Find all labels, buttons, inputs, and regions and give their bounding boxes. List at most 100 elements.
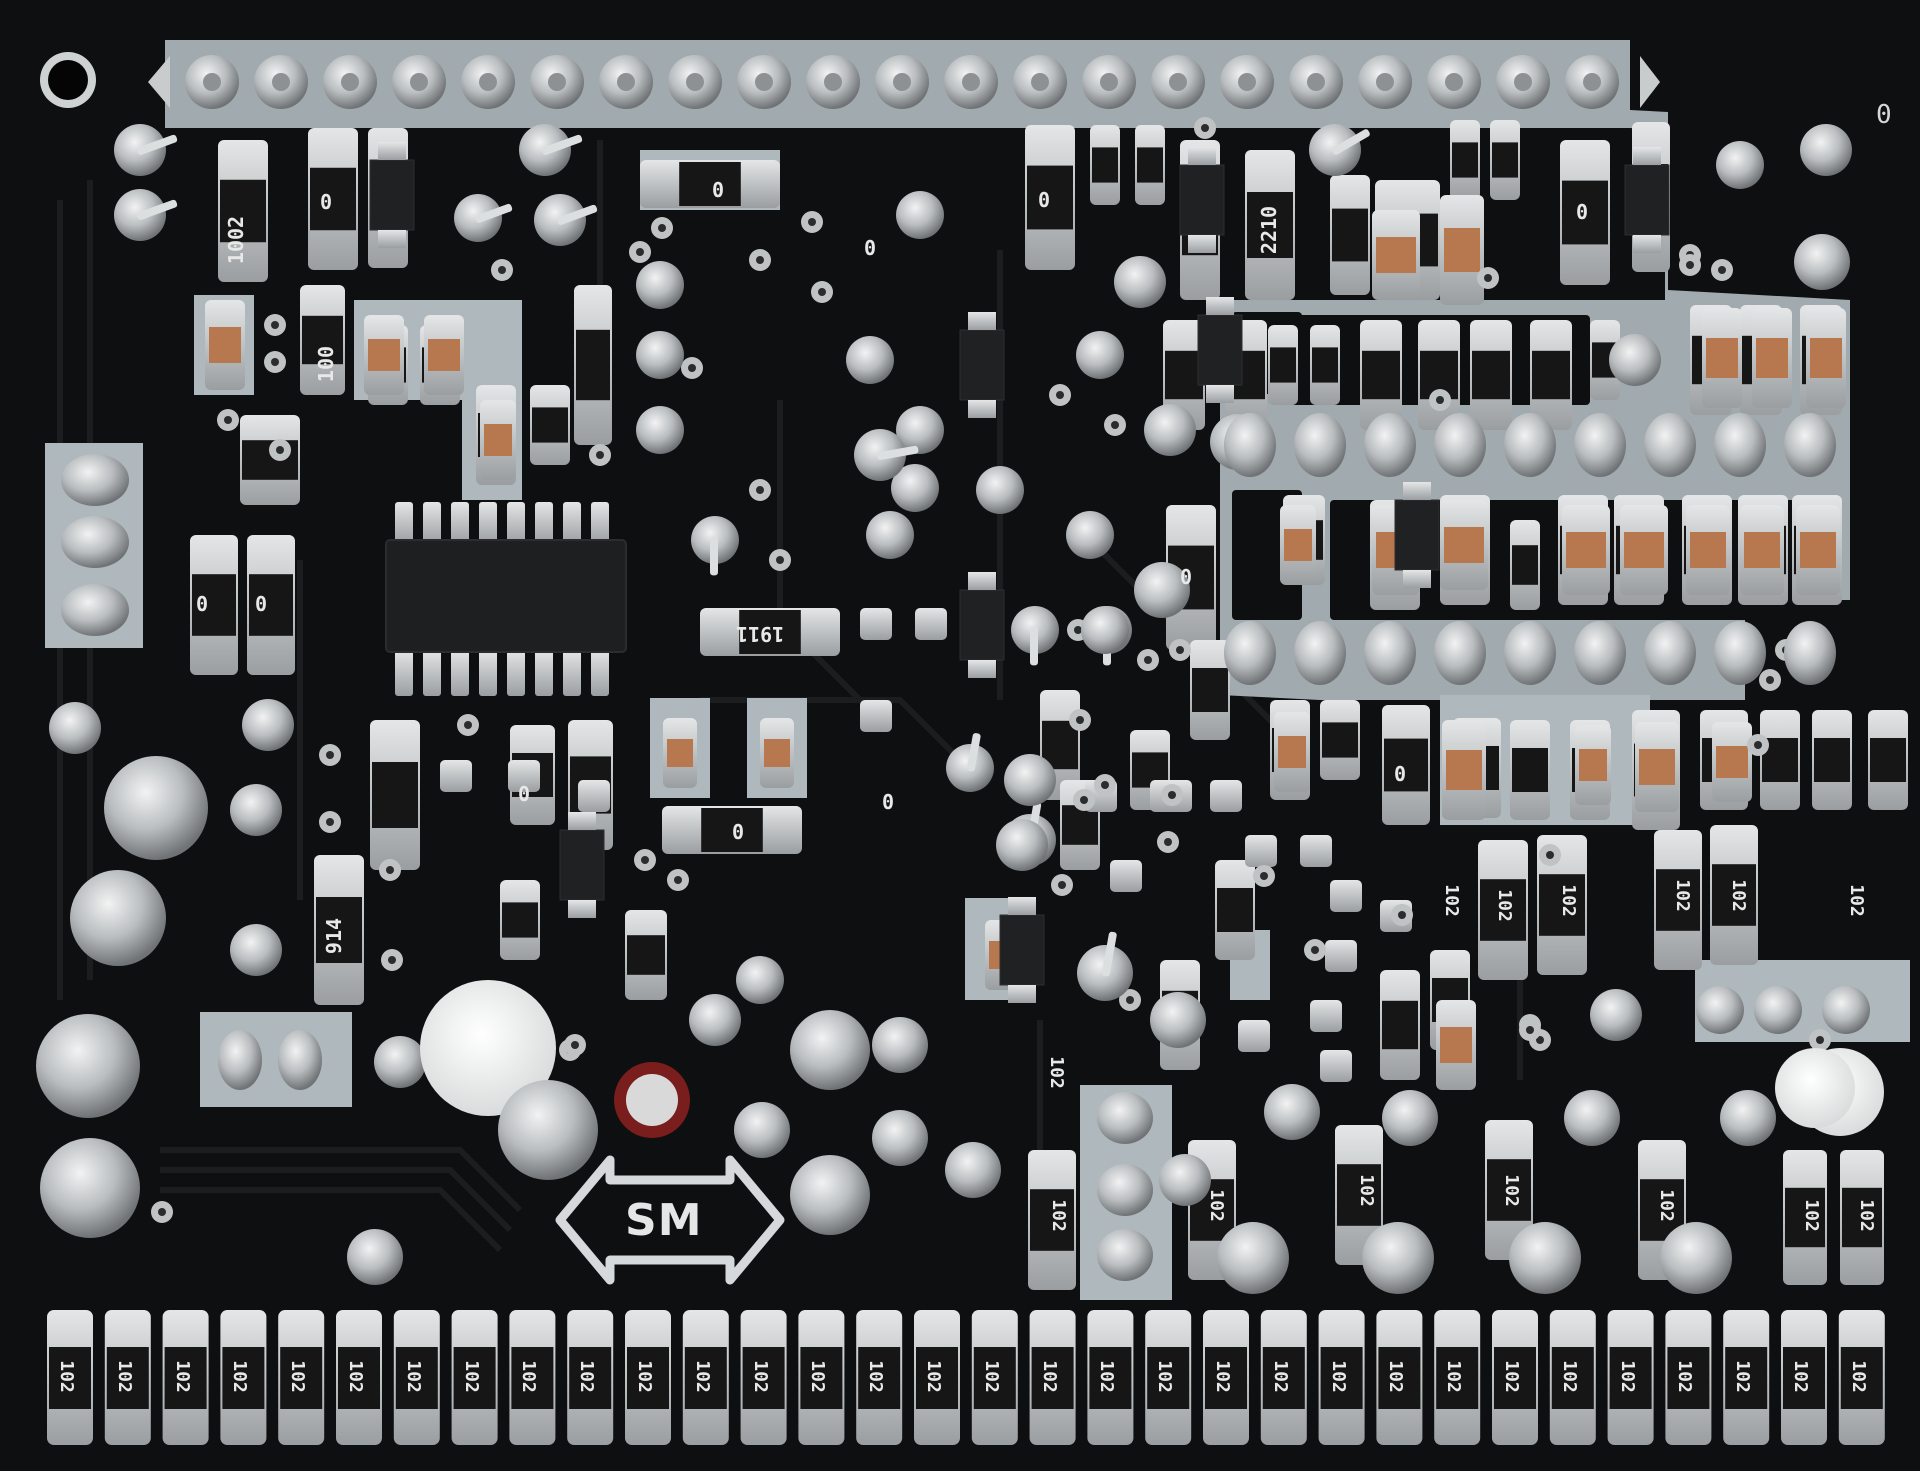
transistor: [369, 142, 415, 248]
bottom-resistor: [856, 1310, 903, 1445]
smd-capacitor: [1686, 505, 1730, 595]
resistor-label-102: 102: [691, 1360, 713, 1393]
resistor-label-0: 0: [196, 592, 209, 616]
resistor-label-102: 102: [1845, 884, 1867, 917]
smd-resistor: [1090, 125, 1120, 205]
transistor: [559, 812, 605, 918]
connector-pad: [1574, 413, 1626, 477]
bottom-resistor: [1260, 1310, 1307, 1445]
connector-pad: [1097, 1092, 1153, 1144]
smd-capacitor: [1575, 725, 1611, 805]
resistor-label-102: 102: [1269, 1360, 1291, 1393]
bottom-resistor: [336, 1310, 382, 1445]
resistor-label-102: 102: [1674, 1360, 1696, 1393]
smd-resistor: [1163, 320, 1205, 430]
smd-pad: [1325, 940, 1357, 972]
through-hole-pad: [736, 956, 784, 1004]
through-hole-pad: [1264, 1084, 1320, 1140]
smd-resistor: [1320, 700, 1360, 780]
resistor-label-0: 0: [1038, 188, 1051, 212]
through-hole-pad: [636, 331, 684, 379]
smd-pad: [578, 780, 610, 812]
resistor-label-102: 102: [864, 1360, 886, 1393]
bottom-resistor: [509, 1310, 556, 1445]
resistor-label-102: 102: [1500, 1174, 1522, 1207]
smd-resistor: [1470, 320, 1512, 430]
smd-resistor: [247, 535, 295, 675]
through-hole-pad: [1800, 124, 1852, 176]
bottom-resistor: [1607, 1310, 1654, 1445]
smd-resistor: [1654, 830, 1702, 970]
through-hole-pad: [1822, 986, 1870, 1034]
smd-resistor: [1840, 1150, 1884, 1285]
bottom-resistor: [682, 1310, 729, 1445]
resistor-label-102: 102: [1855, 1199, 1877, 1232]
smd-pad: [1320, 1050, 1352, 1082]
transistor: [999, 897, 1045, 1003]
through-hole-pad: [454, 194, 513, 242]
through-hole-pads: [49, 124, 1870, 1294]
resistor-label-0: 0: [1180, 565, 1193, 589]
smd-resistor: [190, 535, 238, 675]
resistor-label-102: 102: [229, 1360, 251, 1393]
smd-capacitor: [1635, 722, 1679, 812]
through-hole-pad: [1217, 1222, 1289, 1294]
resistor-label-102: 102: [1671, 879, 1693, 912]
through-hole-pad: [896, 191, 944, 239]
bottom-resistor: [451, 1310, 498, 1445]
resistor-label-1002: 1002: [224, 215, 249, 265]
top-header-pins: [148, 55, 1660, 109]
through-hole-pad: [846, 336, 894, 384]
smd-resistor: [1530, 320, 1572, 430]
bottom-resistor: [1318, 1310, 1365, 1445]
smd-capacitor: [205, 300, 245, 390]
through-hole-pad: [1159, 1154, 1211, 1206]
resistor-label-102: 102: [1096, 1360, 1118, 1393]
through-hole-pad: [1144, 404, 1196, 456]
smd-capacitor: [1806, 308, 1846, 408]
smd-resistor: [640, 160, 780, 208]
smd-pad: [1238, 1020, 1270, 1052]
bottom-resistor: [220, 1310, 267, 1445]
smd-resistor: [1028, 1150, 1076, 1290]
smd-resistor: [1478, 840, 1528, 980]
resistor-label-102: 102: [286, 1360, 308, 1393]
connector-pad: [1504, 621, 1556, 685]
through-hole-pad: [945, 1142, 1001, 1198]
resistor-label-102: 102: [1655, 1189, 1677, 1222]
smd-resistor: [1335, 1125, 1383, 1265]
bottom-resistor: [971, 1310, 1018, 1445]
smd-pad: [860, 608, 892, 640]
through-hole-pad: [790, 1155, 870, 1235]
smd-resistor: [218, 140, 268, 282]
through-hole-pad: [230, 924, 282, 976]
resistor-label-102: 102: [113, 1360, 135, 1393]
resistor-label-102: 102: [1557, 884, 1579, 917]
through-hole-pad: [636, 261, 684, 309]
through-hole-pad: [1716, 141, 1764, 189]
ic-chip: [385, 502, 627, 696]
through-hole-pad: [872, 1110, 928, 1166]
resistor-label-0: 0: [255, 592, 268, 616]
through-hole-pad: [1754, 986, 1802, 1034]
smd-capacitor: [1796, 505, 1840, 595]
bottom-resistor: [1087, 1310, 1134, 1445]
connector-pad: [278, 1030, 322, 1090]
smd-resistor: [1760, 710, 1800, 810]
resistor-label-102: 102: [922, 1360, 944, 1393]
through-hole-pad: [114, 124, 178, 176]
smd-capacitor: [364, 315, 404, 395]
bottom-resistor: [1434, 1310, 1481, 1445]
connector-pad: [1644, 413, 1696, 477]
through-hole-pad: [1114, 256, 1166, 308]
connector-pad: [1784, 413, 1836, 477]
smd-resistor: [1268, 325, 1298, 405]
resistor-label-100: 100: [314, 345, 339, 383]
resistor-label-102: 102: [1493, 889, 1515, 922]
smd-resistor: [1330, 175, 1370, 295]
through-hole-pad: [1011, 606, 1059, 666]
through-hole-pad: [1590, 989, 1642, 1041]
connector-pad: [1097, 1164, 1153, 1216]
smd-resistor: [1135, 125, 1165, 205]
